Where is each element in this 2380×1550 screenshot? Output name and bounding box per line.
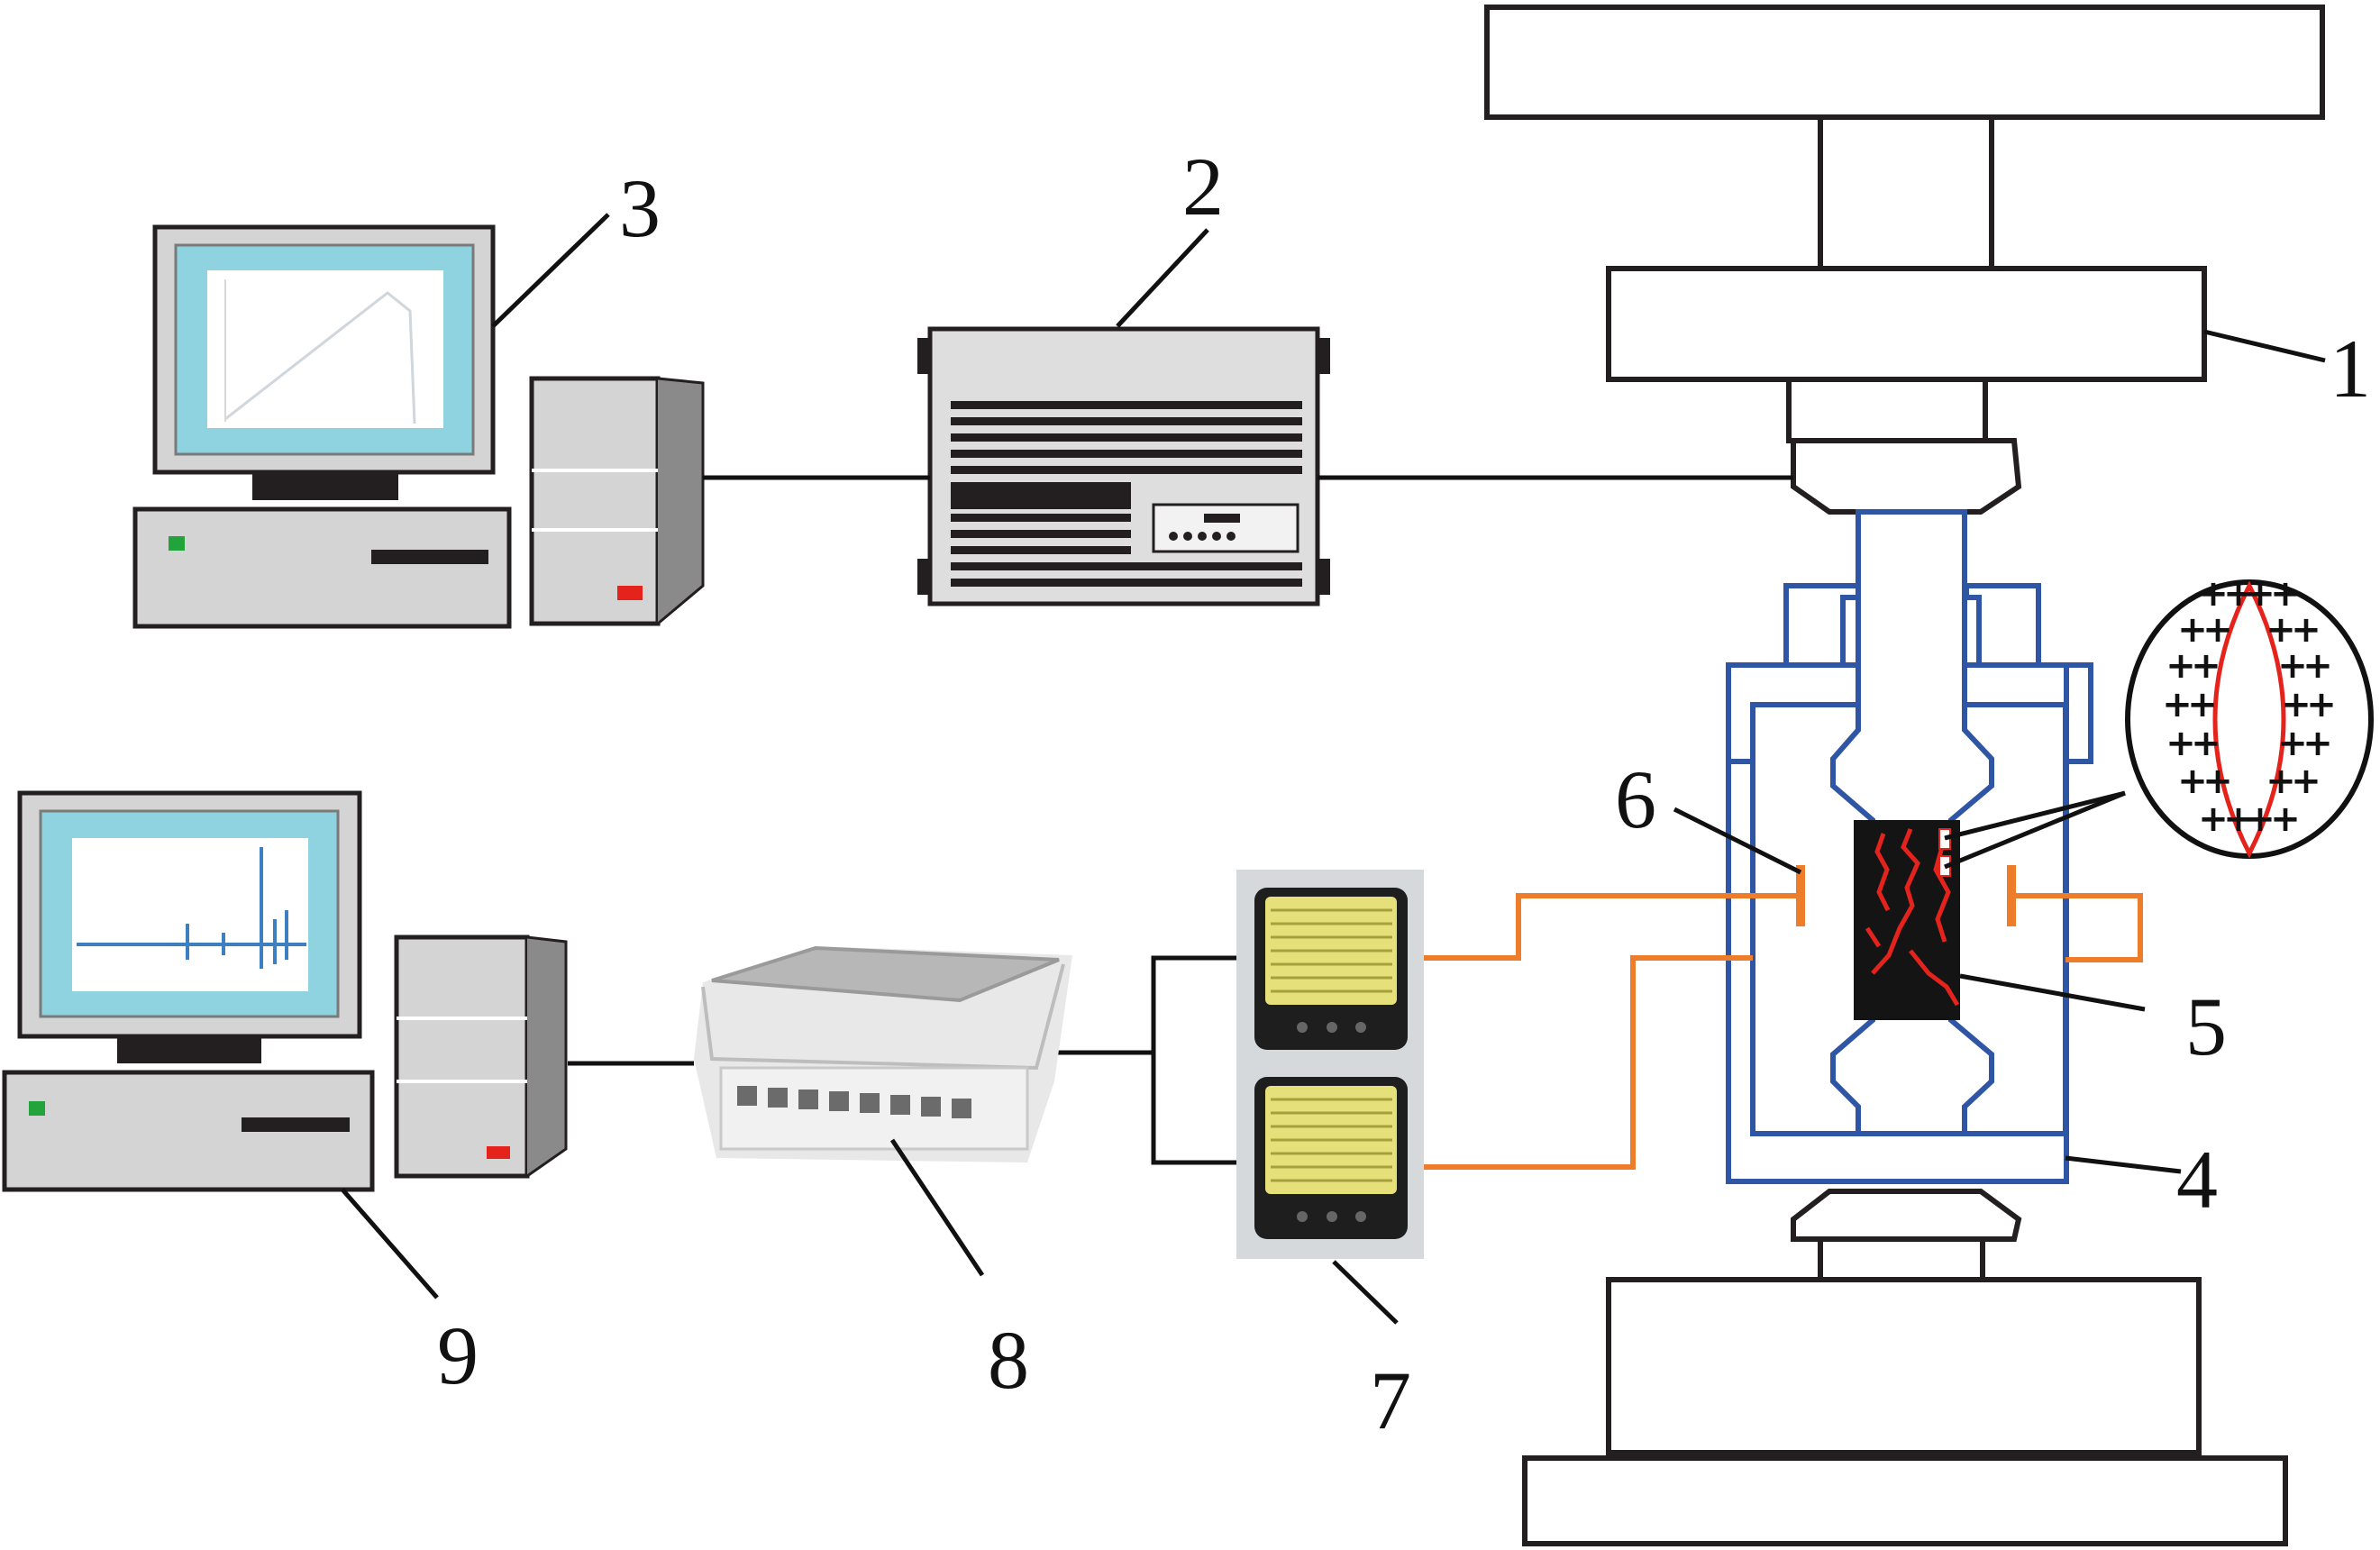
crack-lines (1865, 828, 1960, 1007)
charge-mark: + (2191, 723, 2221, 764)
acquisition-box (694, 945, 1072, 1162)
computer-ae (2, 790, 568, 1192)
charge-mark: + (2223, 573, 2254, 615)
preamp-cable (1151, 955, 1236, 1165)
charge-mark: + (2166, 645, 2196, 687)
charge-mark: + (2291, 761, 2321, 802)
callout-5: 5 (2185, 980, 2227, 1072)
charge-mark: + (2202, 609, 2233, 651)
charge-mark: + (2277, 645, 2308, 687)
callout-3: 3 (619, 162, 661, 254)
charge-mark: + (2198, 798, 2229, 840)
charge-inset: ++++++++++++++++++++++++++++ (1944, 573, 2374, 870)
computer-tower (394, 935, 530, 1179)
callout-1: 1 (2330, 323, 2371, 415)
computer-control (132, 224, 705, 629)
charge-mark: + (2302, 645, 2333, 687)
charge-mark: + (2277, 723, 2308, 764)
callout-2: 2 (1182, 141, 1224, 232)
ae-sensors (1424, 865, 2143, 1170)
charge-mark: + (2266, 761, 2296, 802)
inset-leader (1944, 790, 2126, 841)
charge-mark: + (2302, 723, 2333, 764)
charge-mark: + (2187, 684, 2218, 725)
top-column (1818, 114, 1994, 271)
callout-9: 9 (437, 1309, 479, 1401)
loading-frame (1484, 5, 2325, 1546)
base-plate (1522, 1455, 2288, 1546)
charge-mark: + (2281, 684, 2312, 725)
charge-marks: ++++++++++++++++++++++++++++ (2162, 573, 2337, 840)
charge-mark: + (2166, 723, 2196, 764)
charge-mark: + (2177, 609, 2208, 651)
ae-waveform-screen (72, 838, 308, 991)
charge-mark: + (2162, 684, 2193, 725)
charge-mark: + (2198, 573, 2229, 615)
top-crosshead (1484, 5, 2325, 120)
preamp-unit (1254, 888, 1408, 1050)
charge-mark: + (2245, 798, 2275, 840)
computer-base (2, 1070, 375, 1192)
callout-8: 8 (988, 1314, 1029, 1406)
callout-4: 4 (2176, 1134, 2218, 1226)
charge-mark: + (2270, 573, 2301, 615)
upper-clamp (1791, 438, 2022, 515)
computer-tower (529, 376, 661, 626)
charge-mark: + (2191, 645, 2221, 687)
charge-mark: + (2266, 609, 2296, 651)
charge-mark: + (2245, 573, 2275, 615)
preamp-unit (1254, 1077, 1408, 1239)
servo-controller (917, 326, 1330, 606)
lower-neck (1818, 1236, 1985, 1282)
charge-mark: + (2306, 684, 2337, 725)
callout-leaders (341, 213, 2326, 1325)
charge-mark: + (2270, 798, 2301, 840)
controller-panel (1152, 503, 1299, 553)
charge-mark: + (2177, 761, 2208, 802)
preamplifiers (1236, 870, 1424, 1259)
charge-mark: + (2291, 609, 2321, 651)
upper-platen (1606, 266, 2207, 382)
callout-6: 6 (1615, 753, 1656, 845)
callout-7: 7 (1370, 1354, 1411, 1446)
charge-mark: + (2223, 798, 2254, 840)
computer-base (132, 506, 512, 629)
lower-platen (1606, 1277, 2202, 1455)
inset-leader (1944, 790, 2126, 870)
charge-mark: + (2202, 761, 2233, 802)
upper-neck (1786, 377, 1988, 443)
lower-clamp (1791, 1189, 2022, 1242)
rock-specimen (1854, 820, 1960, 1020)
